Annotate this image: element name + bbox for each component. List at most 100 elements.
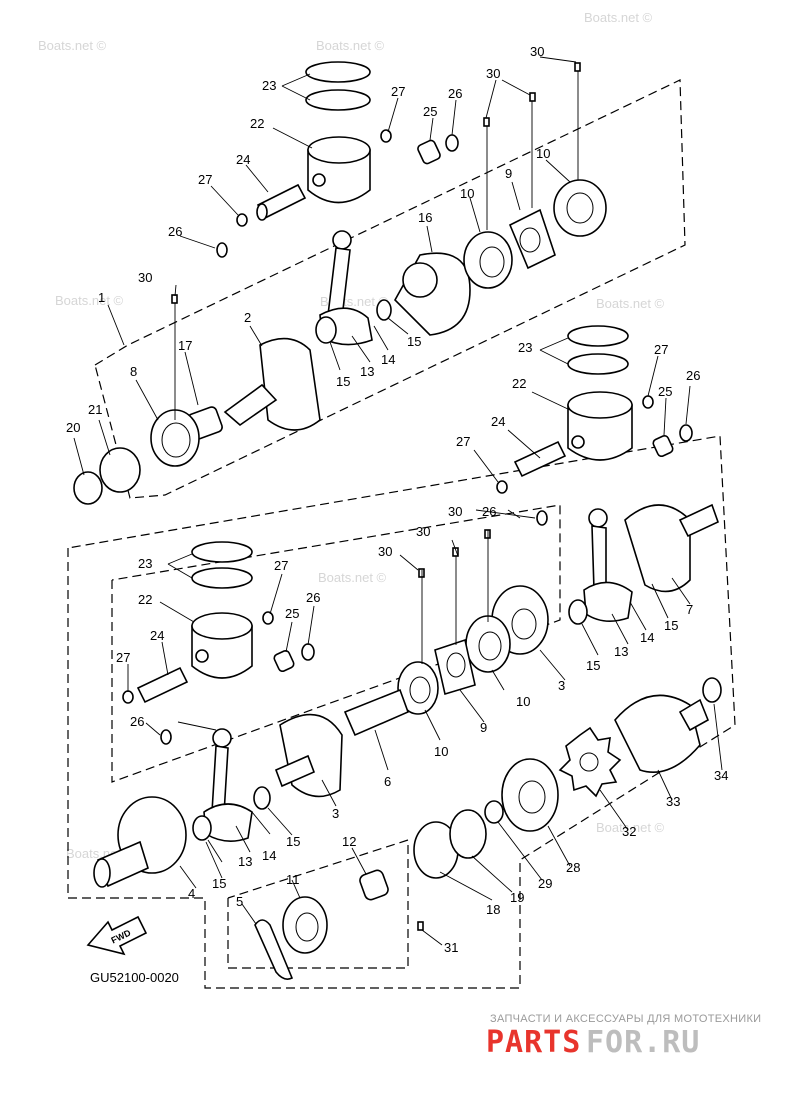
lock-nut-left	[73, 447, 141, 505]
piston-pin-upper	[256, 183, 307, 221]
fwd-arrow-icon	[86, 915, 148, 956]
bearing-outer-shape	[465, 615, 511, 673]
conrod-big-end-shape	[203, 803, 253, 842]
callout-label: 13	[238, 854, 252, 869]
collar-shape	[359, 869, 389, 901]
crank-web-hub-shape	[511, 608, 537, 640]
labyrinth-seal-bore-shape	[446, 652, 466, 678]
snap-ring-shape	[254, 919, 294, 980]
callout-label: 25	[658, 384, 672, 399]
callout-label: 10	[516, 694, 530, 709]
callout-label: 24	[236, 152, 250, 167]
coupling-hub-bore-shape	[518, 780, 546, 814]
crank-web-shape	[259, 337, 321, 431]
washer-shape	[216, 242, 228, 258]
watermark-text: Boats.net ©	[38, 38, 107, 53]
crank-stub-shaft-shape	[223, 383, 278, 427]
callout-label: 27	[456, 434, 470, 449]
callout-label: 26	[306, 590, 320, 605]
callout-label: 26	[168, 224, 182, 239]
center-crank-subgroup-boundary	[111, 504, 561, 783]
callout-label: 31	[444, 940, 458, 955]
flange-mid-shape	[449, 809, 487, 859]
crank-washer-shape	[253, 786, 271, 810]
watermark-text: Boats.net ©	[318, 570, 387, 585]
watermark-text: Boats.net ©	[316, 38, 385, 53]
needle-bearing-shape	[273, 649, 295, 673]
piston-crown-shape	[307, 136, 371, 164]
bearing-upper-a	[463, 231, 513, 289]
needle-bearing-shape	[417, 139, 441, 165]
dowel-pin-shape	[529, 92, 536, 102]
bearing-left	[150, 409, 200, 467]
labyrinth-seal-bore-shape	[519, 227, 541, 253]
coupling-claw	[614, 694, 710, 774]
callout-label: 15	[586, 658, 600, 673]
damper-star-shape	[558, 726, 622, 798]
callout-label: 15	[336, 374, 350, 389]
callout-label: 25	[423, 104, 437, 119]
callout-label: 15	[286, 834, 300, 849]
piston-body-shape	[191, 625, 253, 679]
washer-shape	[445, 134, 459, 152]
callout-label: 16	[418, 210, 432, 225]
circlip-shape	[73, 471, 103, 505]
bearing-inner-shape	[479, 246, 505, 278]
callout-label: 8	[130, 364, 137, 379]
callout-label: 30	[416, 524, 430, 539]
crank-web-shape	[624, 504, 691, 593]
callout-label: 9	[480, 720, 487, 735]
bearing-outer-shape	[463, 231, 513, 289]
conrod-big-end-shape	[583, 581, 633, 622]
piston-ring-shape	[567, 353, 629, 375]
callout-label: 34	[714, 768, 728, 783]
callout-label: 28	[566, 860, 580, 875]
piston-pin-shape	[513, 440, 567, 478]
group-boundaries	[67, 79, 736, 989]
ad-brand-right: FOR.RU	[586, 1025, 700, 1060]
dowel-pin-shape	[171, 294, 178, 304]
labyrinth-seal-shape	[508, 208, 556, 270]
watermark-text: Boats.net ©	[584, 10, 653, 25]
callout-label: 5	[236, 894, 243, 909]
callout-label: 12	[342, 834, 356, 849]
lower-crank-group-boundary	[67, 435, 736, 989]
callout-label: 15	[212, 876, 226, 891]
piston-ring-shape	[567, 325, 629, 347]
conrod-small-end-shape	[588, 508, 608, 528]
bearing-upper-b	[553, 179, 607, 237]
crank-stub-shaft-shape	[274, 754, 316, 788]
callout-label: 13	[614, 644, 628, 659]
crank-washer-shape	[315, 316, 337, 344]
dowel-pin-shape	[484, 529, 491, 539]
circlip-shape	[642, 395, 654, 409]
piston-rings-right	[567, 325, 629, 375]
callout-label: 21	[88, 402, 102, 417]
upper-crank-group-boundary	[94, 79, 686, 499]
callout-label: 9	[505, 166, 512, 181]
callout-label: 18	[486, 902, 500, 917]
callout-label: 14	[381, 352, 395, 367]
washer-shape	[99, 447, 141, 493]
drive-flange	[413, 800, 504, 879]
bearing-inner-shape	[409, 676, 431, 704]
dowel-pins	[171, 62, 581, 931]
bearing-inner-shape	[478, 631, 502, 661]
piston-ring-shape	[191, 567, 253, 589]
callout-label: 30	[530, 44, 544, 59]
dowel-pin-shape	[418, 568, 425, 578]
callout-label: 23	[518, 340, 532, 355]
crank-washer-shape	[192, 815, 212, 841]
washer-shape	[679, 424, 693, 442]
washer-shape	[536, 510, 548, 526]
callout-label: 14	[262, 848, 276, 863]
washer-shape	[301, 643, 315, 661]
piston-pin-boss-shape	[195, 649, 209, 663]
crank-web-shape	[394, 252, 471, 336]
callout-label: 26	[686, 368, 700, 383]
piston-body-shape	[567, 404, 633, 461]
callout-label: 14	[640, 630, 654, 645]
piston-ring-shape	[305, 61, 371, 83]
fwd-arrow: FWD	[86, 915, 148, 956]
